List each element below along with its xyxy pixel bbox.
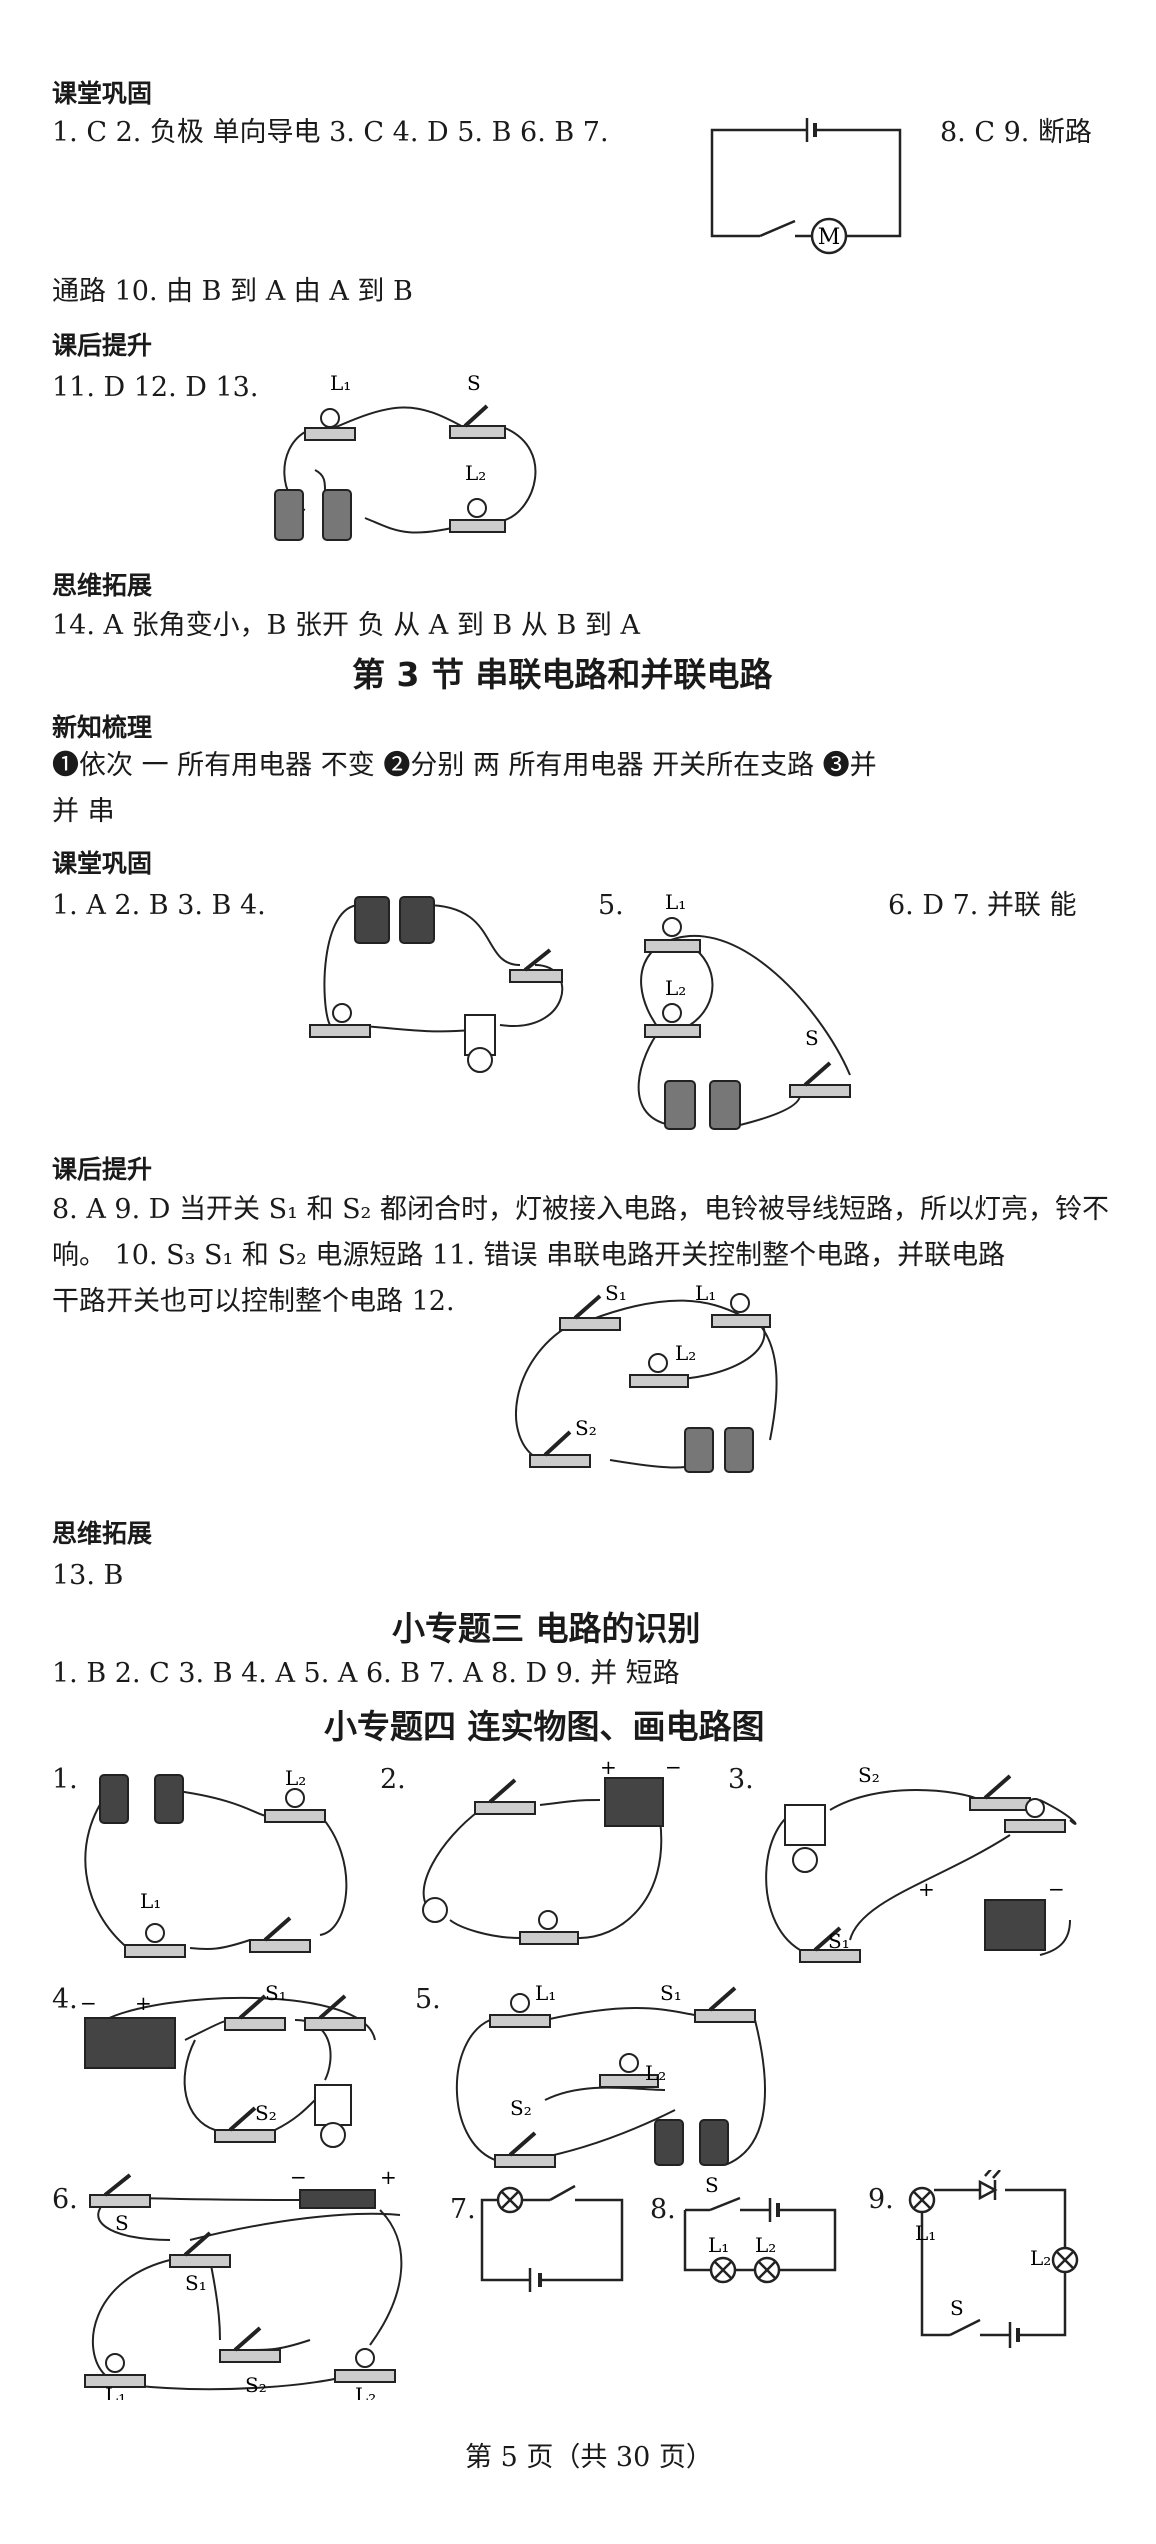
motor-label: M [818,225,841,250]
lamp-label-L1: L₁ [708,2233,729,2257]
topic4-title: 小专题四 连实物图、画电路图 [324,1707,765,1746]
lamp-label-L1: L₁ [915,2221,936,2245]
lamp-label-L2: L₂ [465,461,486,485]
switch-label-S1: S₁ [660,1981,682,2005]
circuit-diagram-d9: L₁ L₂ S [908,2170,1079,2348]
answers-line: 1. A 2. B 3. B 4. [52,890,266,921]
circuit-diagram-d8: S L₁ L₂ [683,2173,837,2284]
lamp-label-L2: L₂ [675,1341,696,1365]
heading-consolidate-2: 课堂巩固 [52,849,153,878]
physical-circuit-d2: + − [422,1760,682,1945]
item-number: 6. [52,2184,78,2215]
physical-circuit-d4: − + S₁ S₂ [80,1981,376,2148]
answers-line: 14. A 张角变小，B 张开 负 从 A 到 B 从 B 到 A [52,610,640,641]
switch-label-S: S [950,2296,964,2320]
heading-improve-1: 课后提升 [52,331,153,360]
item-number: 2. [380,1764,406,1795]
switch-label-S2: S₂ [575,1416,597,1440]
switch-label-S2: S₂ [858,1763,880,1787]
answers-line: 13. B [52,1560,124,1591]
physical-circuit-d5: L₁ S₁ L₂ S₂ [455,1981,766,2168]
lamp-label-L2: L₂ [355,2383,376,2400]
lamp-label-L1: L₁ [665,890,686,914]
answers-line: 1. B 2. C 3. B 4. A 5. A 6. B 7. A 8. D … [52,1658,680,1689]
answers-line: 8. A 9. D 当开关 S₁ 和 S₂ 都闭合时，灯被接入电路，电铃被导线短… [52,1194,1109,1225]
answers-line: ❶依次 一 所有用电器 不变 ❷分别 两 所有用电器 开关所在支路 ❸并 [52,750,877,781]
battery-minus: − [290,2170,307,2189]
physical-circuit-q4 [309,896,564,1073]
item-number: 4. [52,1984,78,2015]
switch-label-S: S [115,2211,129,2235]
lamp-label-L1: L₁ [105,2383,126,2400]
item-number: 1. [52,1764,78,1795]
switch-label-S: S [467,371,481,395]
lamp-label-L2: L₂ [755,2233,776,2257]
switch-label-S: S [805,1026,819,1050]
heading-improve-2: 课后提升 [52,1155,153,1184]
lamp-label-L1: L₁ [140,1889,161,1913]
answers-line: 通路 10. 由 B 到 A 由 A 到 B [52,276,413,307]
battery-plus: + [600,1760,617,1779]
switch-label-S: S [705,2173,719,2197]
battery-minus: − [665,1760,682,1779]
physical-circuit-d1: L₂ L₁ [84,1766,348,1958]
item-number: 7. [450,2194,476,2225]
heading-extend-1: 思维拓展 [52,571,153,600]
answers-line: 5. [598,890,624,921]
item-number: 5. [415,1984,441,2015]
lamp-label-L1: L₁ [695,1281,716,1305]
lamp-label-L1: L₁ [535,1981,556,2005]
battery-minus: − [1048,1877,1065,1901]
battery-plus: + [380,2170,397,2189]
item-number: 3. [728,1764,754,1795]
answers-line-tail: 8. C 9. 断路 [940,117,1092,148]
battery-minus: − [80,1991,97,2015]
answers-line: 6. D 7. 并联 能 [888,890,1077,921]
switch-label-S2: S₂ [255,2101,277,2125]
switch-label-S1: S₁ [265,1981,287,2005]
heading-knowledge: 新知梳理 [52,713,153,742]
lamp-label-L2: L₂ [665,976,686,1000]
circuit-diagram-d7 [480,2184,624,2292]
answers-line: 并 串 [52,796,115,827]
lamp-label-L2: L₂ [1030,2246,1051,2270]
lamp-label-L2: L₂ [285,1766,306,1790]
switch-label-S1: S₁ [828,1929,850,1953]
heading-extend-2: 思维拓展 [52,1519,153,1548]
switch-label-S1: S₁ [185,2271,207,2295]
physical-circuit-d3: S₂ S₁ + − [765,1763,1077,1963]
physical-circuit-q12: S₁ L₁ L₂ S₂ [515,1281,778,1473]
heading-consolidate-1: 课堂巩固 [52,79,153,108]
switch-label-S2: S₂ [245,2373,267,2397]
item-number: 8. [650,2194,676,2225]
switch-label-S2: S₂ [510,2096,532,2120]
circuit-diagram-q7: M [710,118,902,255]
physical-circuit-q5: L₁ L₂ S [637,890,851,1130]
lamp-label-L2: L₂ [645,2061,666,2085]
battery-plus: + [135,1991,152,2015]
physical-circuit-q13: L₁ S L₂ [274,371,537,541]
answers-line: 干路开关也可以控制整个电路 12. [52,1286,455,1317]
section-title: 第 3 节 串联电路和并联电路 [352,655,773,694]
physical-circuit-d6: S S₁ S₂ L₁ L₂ − + [84,2170,403,2400]
answers-line: 11. D 12. D 13. [52,372,259,403]
page-footer: 第 5 页（共 30 页） [465,2442,713,2473]
lamp-label-L1: L₁ [330,371,351,395]
topic3-title: 小专题三 电路的识别 [392,1609,701,1648]
switch-label-S1: S₁ [605,1281,627,1305]
answers-line: 响。 10. S₃ S₁ 和 S₂ 电源短路 11. 错误 串联电路开关控制整个… [52,1240,1006,1271]
item-number: 9. [868,2184,894,2215]
answers-line: 1. C 2. 负极 单向导电 3. C 4. D 5. B 6. B 7. [52,117,609,148]
battery-plus: + [918,1877,935,1901]
